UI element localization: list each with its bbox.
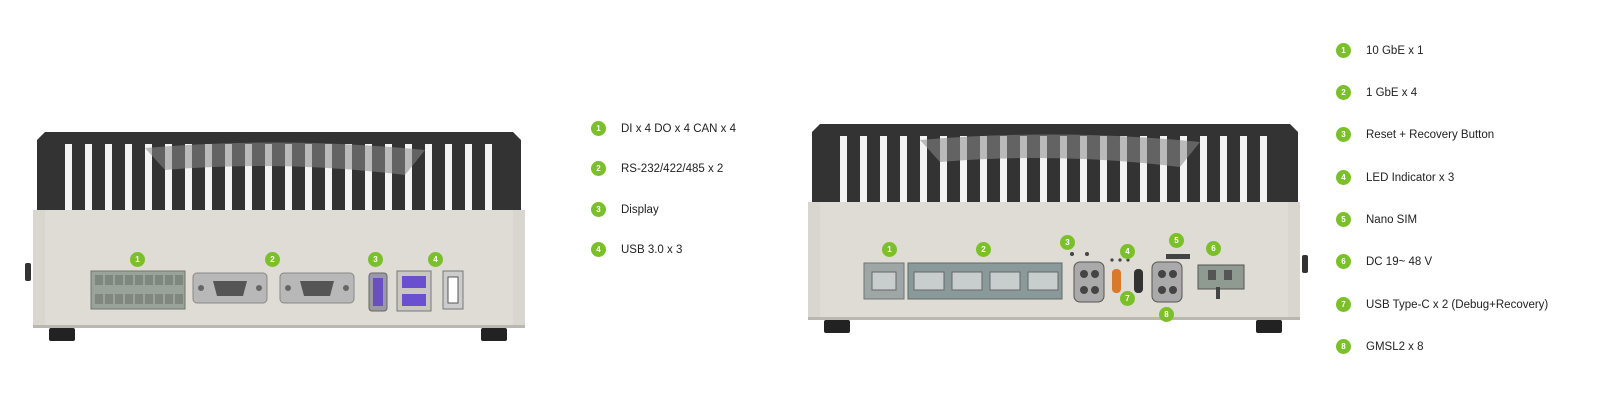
port-marker-5: 5 xyxy=(1169,233,1184,248)
right-legend: 1 10 GbE x 1 2 1 GbE x 4 3 Reset + Recov… xyxy=(1336,43,1601,363)
legend-item: 1 DI x 4 DO x 4 CAN x 4 xyxy=(591,121,736,136)
foot-left xyxy=(49,328,75,341)
legend-label: Reset + Recovery Button xyxy=(1366,128,1495,141)
port-marker-1: 1 xyxy=(882,242,897,257)
device-front-view: 1 2 3 4 5 6 7 8 xyxy=(800,122,1315,337)
usbc-black xyxy=(1134,269,1143,293)
legend-label: Nano SIM xyxy=(1366,213,1418,226)
legend-item: 4 USB 3.0 x 3 xyxy=(591,242,682,257)
gmsl-connector-1 xyxy=(1073,261,1105,303)
sim-slot xyxy=(1166,254,1190,259)
legend-item: 4 LED Indicator x 3 xyxy=(1336,170,1454,185)
legend-label: USB Type-C x 2 (Debug+Recovery) xyxy=(1366,298,1549,311)
port-marker-8: 8 xyxy=(1159,307,1174,322)
legend-number: 1 xyxy=(591,121,606,136)
device-rear-view: 1 2 3 4 xyxy=(25,130,530,345)
device-rear-illustration xyxy=(25,132,525,341)
legend-label: 10 GbE x 1 xyxy=(1366,44,1424,57)
legend-number: 2 xyxy=(591,161,606,176)
legend-number: 7 xyxy=(1336,297,1351,312)
port-marker-3: 3 xyxy=(368,252,383,267)
legend-label: DI x 4 DO x 4 CAN x 4 xyxy=(621,122,737,135)
legend-label: RS-232/422/485 x 2 xyxy=(621,162,724,175)
foot-right xyxy=(1256,320,1282,333)
legend-number: 5 xyxy=(1336,212,1351,227)
legend-item: 8 GMSL2 x 8 xyxy=(1336,339,1424,354)
port-marker-2: 2 xyxy=(265,252,280,267)
fan-shroud xyxy=(920,134,1200,167)
port-marker-4: 4 xyxy=(1120,244,1135,259)
legend-number: 4 xyxy=(1336,170,1351,185)
legend-item: 3 Reset + Recovery Button xyxy=(1336,127,1494,142)
port-marker-6: 6 xyxy=(1206,241,1221,256)
port-marker-3: 3 xyxy=(1060,235,1075,250)
foot-right xyxy=(481,328,507,341)
legend-label: Display xyxy=(621,203,659,216)
dc-terminal xyxy=(1197,264,1245,290)
gmsl-connector-2 xyxy=(1151,261,1183,303)
port-marker-4: 4 xyxy=(428,252,443,267)
legend-number: 3 xyxy=(591,202,606,217)
legend-item: 7 USB Type-C x 2 (Debug+Recovery) xyxy=(1336,297,1548,312)
legend-label: GMSL2 x 8 xyxy=(1366,340,1424,353)
device-front-illustration xyxy=(808,124,1308,333)
port-marker-7: 7 xyxy=(1120,291,1135,306)
legend-item: 1 10 GbE x 1 xyxy=(1336,43,1424,58)
legend-label: 1 GbE x 4 xyxy=(1366,86,1418,99)
foot-left xyxy=(824,320,850,333)
port-marker-1: 1 xyxy=(130,252,145,267)
usbc-orange xyxy=(1112,269,1121,293)
legend-item: 3 Display xyxy=(591,202,659,217)
heatsink-fins xyxy=(840,136,1267,202)
legend-number: 4 xyxy=(591,242,606,257)
port-marker-2: 2 xyxy=(976,242,991,257)
legend-number: 3 xyxy=(1336,127,1351,142)
legend-number: 2 xyxy=(1336,85,1351,100)
legend-item: 2 RS-232/422/485 x 2 xyxy=(591,161,723,176)
heatsink-fins xyxy=(65,144,492,210)
legend-label: DC 19~ 48 V xyxy=(1366,255,1433,268)
left-legend: 1 DI x 4 DO x 4 CAN x 4 2 RS-232/422/485… xyxy=(591,121,791,261)
legend-item: 5 Nano SIM xyxy=(1336,212,1417,227)
legend-label: LED Indicator x 3 xyxy=(1366,171,1455,184)
legend-item: 6 DC 19~ 48 V xyxy=(1336,254,1432,269)
legend-item: 2 1 GbE x 4 xyxy=(1336,85,1417,100)
legend-number: 6 xyxy=(1336,254,1351,269)
fan-shroud xyxy=(145,142,425,175)
legend-number: 1 xyxy=(1336,43,1351,58)
legend-label: USB 3.0 x 3 xyxy=(621,243,683,256)
legend-number: 8 xyxy=(1336,339,1351,354)
